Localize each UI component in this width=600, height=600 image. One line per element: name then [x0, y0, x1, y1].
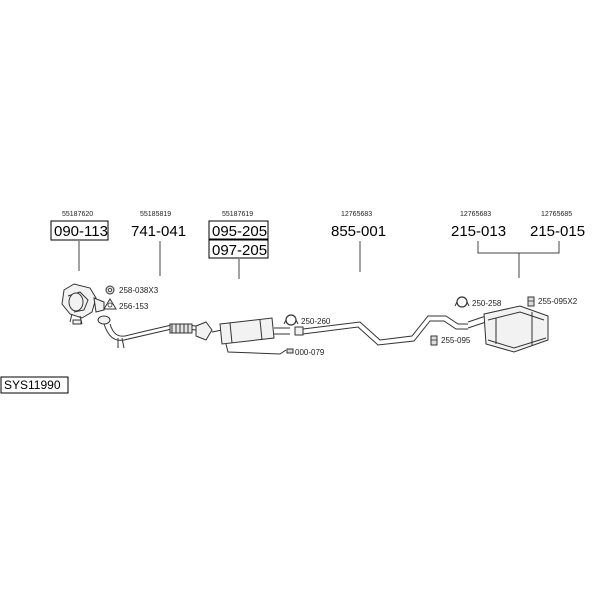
part-box-3b [208, 239, 269, 259]
gasket-triangle-icon [103, 298, 117, 310]
fitting-258-038X3[interactable]: 258-038X3 [119, 286, 159, 295]
oem-number-1: 55187620 [62, 211, 93, 218]
part-number-097-205[interactable]: 097-205 [212, 242, 267, 259]
fitting-250-260[interactable]: 250-260 [301, 317, 331, 326]
fitting-250-258[interactable]: 250-258 [472, 299, 502, 308]
clamp-icon [454, 296, 470, 308]
oem-number-4: 12765683 [341, 211, 372, 218]
manifold-catalyst-drawing [61, 283, 105, 325]
rubber-mount-icon [527, 296, 535, 307]
rear-silencer-drawing [467, 305, 549, 353]
fitting-255-095X2[interactable]: 255-095X2 [538, 297, 578, 306]
fitting-255-095[interactable]: 255-095 [441, 336, 471, 345]
part-box-1 [50, 220, 109, 241]
front-pipe-drawing [97, 315, 213, 349]
part-number-090-113[interactable]: 090-113 [54, 223, 108, 240]
part-number-215-015[interactable]: 215-015 [530, 223, 585, 240]
system-code-box [0, 376, 69, 394]
middle-silencer-drawing [211, 317, 290, 355]
oem-number-5: 12765683 [460, 211, 491, 218]
part-box-3a [208, 220, 269, 240]
clamp-icon [283, 314, 299, 326]
oem-number-6: 12765685 [541, 211, 572, 218]
part-number-095-205[interactable]: 095-205 [212, 223, 267, 240]
bracket-icon [286, 348, 294, 354]
intermediate-pipe-drawing [294, 315, 468, 346]
fitting-000-079[interactable]: 000-079 [295, 348, 325, 357]
rubber-mount-icon [430, 335, 438, 346]
nut-icon [105, 285, 115, 295]
leader-bracket-5-6 [477, 241, 560, 254]
part-number-215-013[interactable]: 215-013 [451, 223, 506, 240]
oem-number-2: 55185819 [140, 211, 171, 218]
part-number-741-041[interactable]: 741-041 [131, 223, 186, 240]
oem-number-3: 55187619 [222, 211, 253, 218]
part-number-855-001[interactable]: 855-001 [331, 223, 386, 240]
system-code[interactable]: SYS11990 [4, 378, 61, 392]
fitting-256-153[interactable]: 256-153 [119, 302, 149, 311]
